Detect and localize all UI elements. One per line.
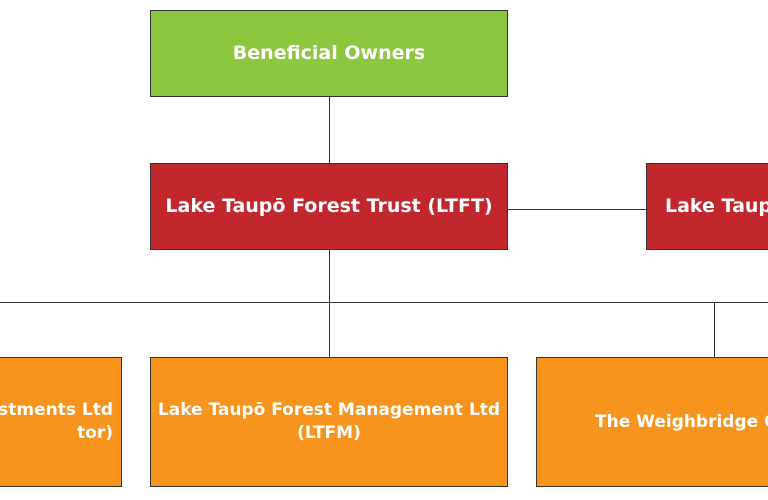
node-label: The Weighbridge C	[595, 411, 768, 432]
node-beneficial-owners: Beneficial Owners	[150, 10, 508, 97]
node-right-red: Lake Taup	[646, 163, 768, 250]
connector-bus-ltfm	[329, 302, 330, 357]
node-label: Lake Taupō Forest Management Ltd (LTFM)	[157, 400, 501, 443]
node-label: Lake Taup	[665, 194, 768, 217]
connector-bus-weighbridge	[714, 302, 715, 357]
node-weighbridge: The Weighbridge C	[536, 357, 768, 487]
node-label: Lake Taupō Forest Trust (LTFT)	[165, 194, 493, 217]
connector-ltft-right	[508, 209, 646, 210]
connector-ltft-bus	[329, 250, 330, 302]
node-ltft: Lake Taupō Forest Trust (LTFT)	[150, 163, 508, 250]
connector-owners-ltft	[329, 97, 330, 163]
node-left-orange: estments Ltd tor)	[0, 357, 122, 487]
node-label: Beneficial Owners	[232, 41, 426, 64]
node-ltfm: Lake Taupō Forest Management Ltd (LTFM)	[150, 357, 508, 487]
node-label: estments Ltd tor)	[0, 400, 113, 443]
connector-bus	[0, 302, 768, 303]
